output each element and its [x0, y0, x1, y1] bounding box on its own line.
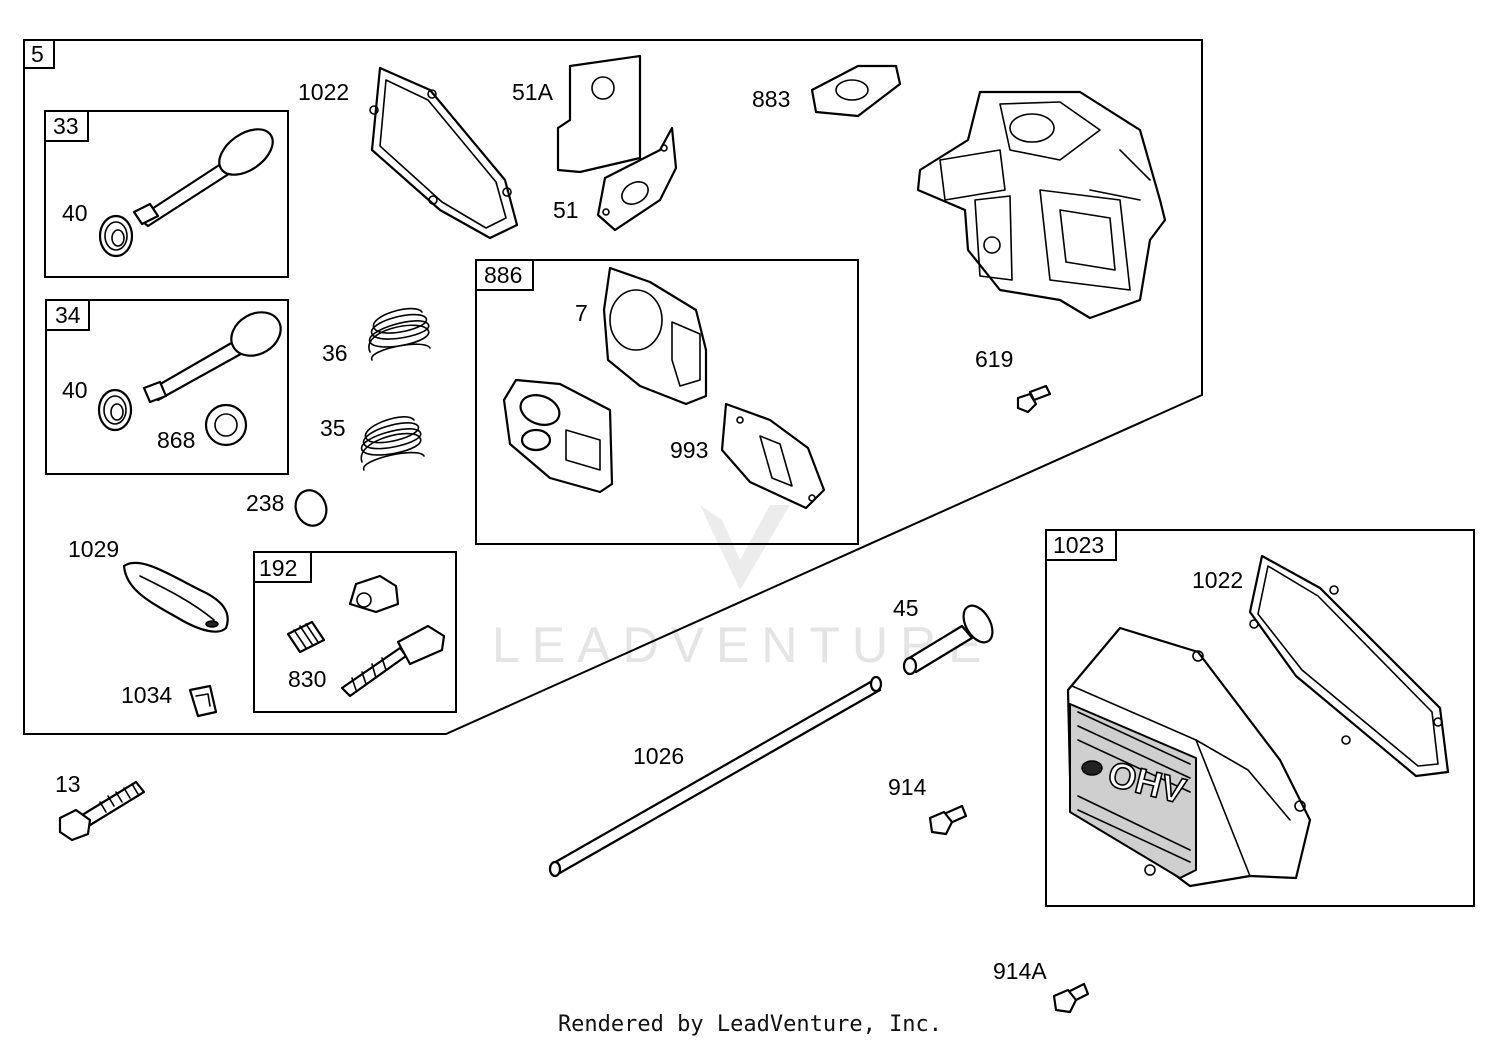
callout-13[interactable]: 13 — [55, 771, 81, 797]
callout-7[interactable]: 7 — [575, 300, 588, 326]
head-plate-gasket-icon[interactable] — [502, 378, 614, 494]
callout-35[interactable]: 35 — [320, 415, 346, 441]
callout-40a[interactable]: 40 — [62, 200, 88, 226]
kit-33-group: 33 40 — [44, 110, 289, 278]
briggs-logo-icon — [1081, 760, 1103, 776]
kit-33-tag-box — [44, 110, 89, 142]
valve-retainer-icon[interactable] — [98, 214, 134, 258]
kit-1023-group: 1023 1022 OHV — [1045, 529, 1475, 907]
valve-spring-36-icon[interactable] — [368, 307, 431, 361]
kit-1023-tag-box — [1045, 529, 1117, 561]
screw-619-icon[interactable] — [1016, 384, 1052, 414]
kit-192-group: 192 830 — [253, 551, 457, 713]
callout-914a[interactable]: 914A — [993, 958, 1047, 984]
callout-1029[interactable]: 1029 — [68, 536, 119, 562]
kit-886-tag-box — [475, 259, 534, 291]
kit-5-group: 5 — [23, 39, 1203, 735]
rocker-cover-gasket-2-icon[interactable] — [1248, 554, 1450, 778]
callout-993[interactable]: 993 — [670, 437, 708, 463]
callout-36[interactable]: 36 — [322, 340, 348, 366]
kit-34-tag-box — [45, 299, 90, 331]
plug-238-icon[interactable] — [291, 486, 332, 530]
callout-45[interactable]: 45 — [893, 595, 919, 621]
kit-5-tag[interactable]: 5 — [31, 41, 44, 67]
kit-33-tag[interactable]: 33 — [53, 113, 79, 139]
push-rod-icon[interactable] — [548, 675, 883, 878]
kit-33-outline — [44, 110, 289, 278]
gasket-993-icon[interactable] — [720, 402, 826, 510]
valve-seal-icon[interactable] — [204, 403, 248, 447]
kit-5-tag-box — [23, 39, 55, 69]
kit-34-group: 34 40 868 — [45, 299, 289, 475]
kit-192-tag[interactable]: 192 — [259, 555, 297, 581]
intake-valve-icon[interactable] — [132, 120, 281, 228]
carburetor-gasket-51a-icon[interactable] — [556, 54, 642, 174]
kit-1023-tag[interactable]: 1023 — [1053, 532, 1104, 558]
callout-238[interactable]: 238 — [246, 490, 284, 516]
kit-886-tag[interactable]: 886 — [484, 262, 522, 288]
carburetor-gasket-51-icon[interactable] — [596, 126, 678, 232]
set-screw-icon[interactable] — [286, 620, 326, 654]
rocker-arm-icon[interactable] — [122, 561, 229, 633]
clip-1034-icon[interactable] — [188, 684, 218, 718]
callout-619[interactable]: 619 — [975, 346, 1013, 372]
kit-34-outline — [45, 299, 289, 475]
kit-34-tag[interactable]: 34 — [55, 302, 81, 328]
screw-914-icon[interactable] — [928, 804, 968, 836]
exhaust-valve-icon[interactable] — [142, 304, 289, 404]
head-bolt-13-icon[interactable] — [58, 780, 146, 842]
callout-830[interactable]: 830 — [288, 666, 326, 692]
callout-1022b[interactable]: 1022 — [1192, 567, 1243, 593]
head-gasket-icon[interactable] — [602, 266, 708, 406]
kit-192-outline — [253, 551, 457, 713]
watermark-logo-icon — [700, 505, 790, 590]
footer-credit: Rendered by LeadVenture, Inc. — [557, 1012, 943, 1037]
kit-886-outline — [475, 259, 859, 545]
callout-868[interactable]: 868 — [157, 427, 195, 453]
callout-914[interactable]: 914 — [888, 774, 927, 800]
rocker-cover-icon[interactable]: OHV — [1066, 626, 1312, 888]
callout-51[interactable]: 51 — [553, 197, 579, 223]
kit-886-group: 886 7 993 — [475, 259, 859, 545]
intake-gasket-883-icon[interactable] — [810, 64, 902, 118]
screw-914a-icon[interactable] — [1052, 982, 1090, 1014]
rocker-cover-gasket-icon[interactable] — [369, 66, 519, 240]
watermark-text: LEADVENTURE — [492, 617, 994, 673]
kit-1023-outline — [1045, 529, 1475, 907]
valve-spring-35-icon[interactable] — [360, 416, 425, 471]
valve-retainer-2-icon[interactable] — [97, 388, 133, 432]
watermark: LEADVENTURE — [492, 505, 994, 673]
callout-1022a[interactable]: 1022 — [298, 79, 349, 105]
callout-51a[interactable]: 51A — [512, 79, 554, 105]
callout-1026[interactable]: 1026 — [633, 743, 684, 769]
callout-40b[interactable]: 40 — [62, 377, 88, 403]
callout-883[interactable]: 883 — [752, 86, 790, 112]
rocker-nut-icon[interactable] — [348, 574, 400, 614]
rocker-stud-icon[interactable] — [340, 624, 446, 698]
tappet-45-icon[interactable] — [902, 601, 998, 676]
kit-5-outline — [23, 39, 1203, 735]
cylinder-head-icon[interactable] — [916, 90, 1167, 320]
kit-192-tag-box — [253, 551, 312, 583]
callout-1034[interactable]: 1034 — [121, 682, 172, 708]
